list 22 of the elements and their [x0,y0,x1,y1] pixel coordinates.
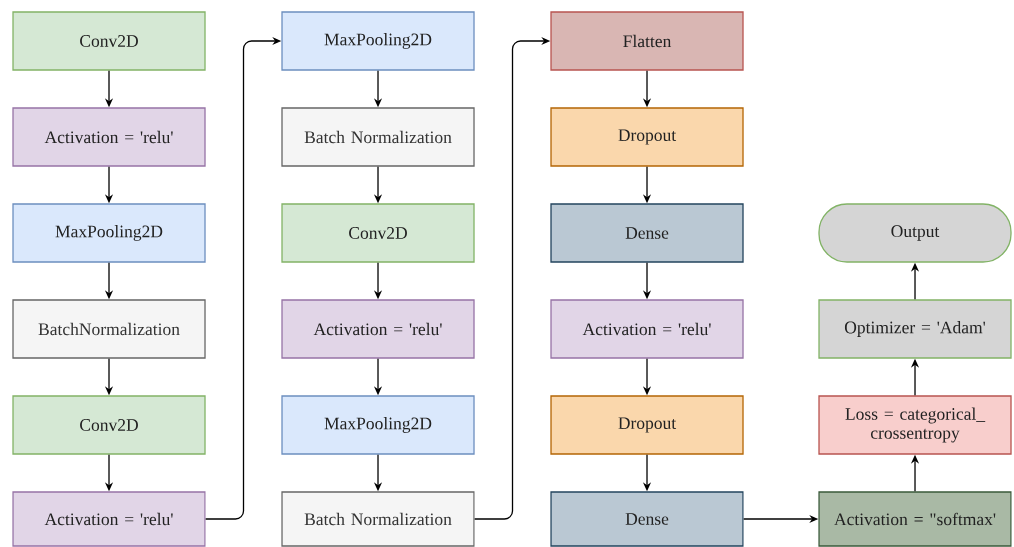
layer-box: MaxPooling2D [281,395,475,455]
layer-box: Activation = 'relu' [12,107,206,167]
layer-box: Dense [550,491,744,547]
layer-box: MaxPooling2D [281,11,475,71]
layer-box: Dropout [550,395,744,455]
layer-box: Dense [550,203,744,263]
output-terminal: Output [818,203,1012,263]
layer-box: BatchNormalization [12,299,206,359]
layer-box: Flatten [550,11,744,71]
layer-box: MaxPooling2D [12,203,206,263]
layer-box: Loss = categorical_ crossentropy [818,395,1012,455]
layer-box: Conv2D [281,203,475,263]
layer-box: Dropout [550,107,744,167]
layer-box: Activation = 'relu' [12,491,206,547]
layer-box: Activation = "softmax' [818,491,1012,547]
layer-box: Optimizer = 'Adam' [818,299,1012,359]
layer-box: Conv2D [12,395,206,455]
layer-box: Batch Normalization [281,491,475,547]
layer-box: Batch Normalization [281,107,475,167]
layer-box: Conv2D [12,11,206,71]
layer-box: Activation = 'relu' [550,299,744,359]
layer-box: Activation = 'relu' [281,299,475,359]
